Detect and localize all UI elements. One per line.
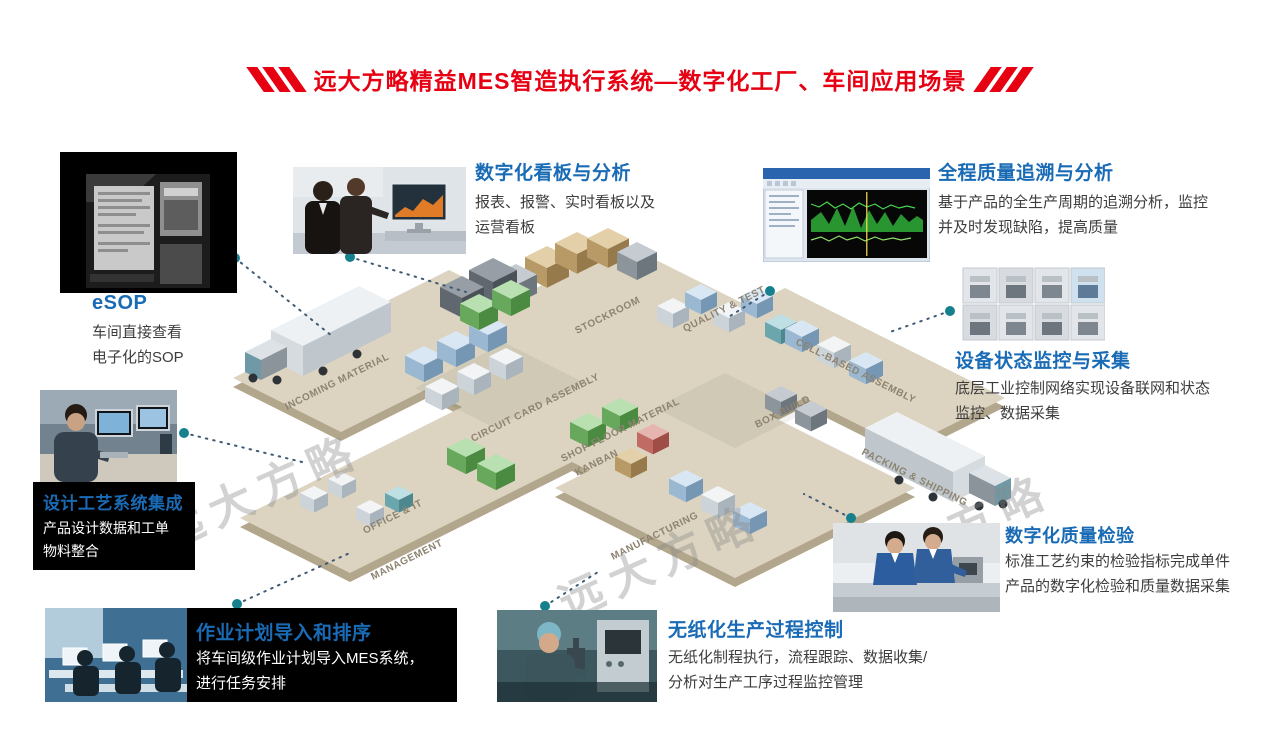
design-body: 产品设计数据和工单物料整合	[43, 520, 169, 559]
trace-software-screenshot	[763, 168, 930, 262]
page-title: 远大方略精益MES智造执行系统—数字化工厂、车间应用场景	[313, 68, 967, 94]
kanban-heading: 数字化看板与分析	[475, 163, 632, 184]
title-slashes-right-icon	[973, 66, 1035, 92]
design-photo	[40, 390, 177, 482]
title-bar: 远大方略精益MES智造执行系统—数字化工厂、车间应用场景	[0, 62, 1280, 96]
design-panel	[33, 482, 195, 570]
floor-shading	[415, 343, 805, 448]
esop-body: 车间直接查看电子化的SOP	[92, 324, 184, 366]
esop-photo	[60, 152, 237, 293]
trace-body: 基于产品的全生产周期的追溯分析，监控并及时发现缺陷，提高质量	[938, 194, 1209, 236]
connector-dot-design	[179, 428, 189, 438]
title-slashes-left-icon	[245, 66, 307, 92]
equipment-heading: 设备状态监控与采集	[955, 351, 1131, 372]
equipment-body: 底层工业控制网络实现设备联网和状态监控、数据采集	[955, 380, 1211, 422]
paperless-heading: 无纸化生产过程控制	[668, 620, 844, 641]
inspection-photo	[833, 523, 1000, 612]
equipment-grid-photo	[962, 266, 1105, 342]
planning-photo	[45, 608, 187, 702]
trace-heading: 全程质量追溯与分析	[938, 163, 1114, 184]
paperless-photo	[497, 610, 657, 702]
inspection-heading: 数字化质量检验	[1005, 526, 1135, 546]
paperless-body: 无纸化制程执行，流程跟踪、数据收集/分析对生产工序过程监控管理	[668, 649, 928, 691]
inspection-body: 标准工艺约束的检验指标完成单件产品的数字化检验和质量数据采集	[1005, 553, 1231, 595]
kanban-body: 报表、报警、实时看板以及运营看板	[475, 194, 656, 236]
factory-floor-illustration: INCOMING MATERIAL CIRCUIT CARD ASSEMBLY …	[233, 228, 1011, 587]
planning-heading: 作业计划导入和排序	[196, 623, 372, 644]
kanban-photo	[293, 167, 466, 254]
planning-body: 将车间级作业计划导入MES系统，进行任务安排	[196, 650, 424, 692]
design-heading: 设计工艺系统集成	[43, 494, 183, 513]
esop-heading: eSOP	[92, 292, 148, 314]
